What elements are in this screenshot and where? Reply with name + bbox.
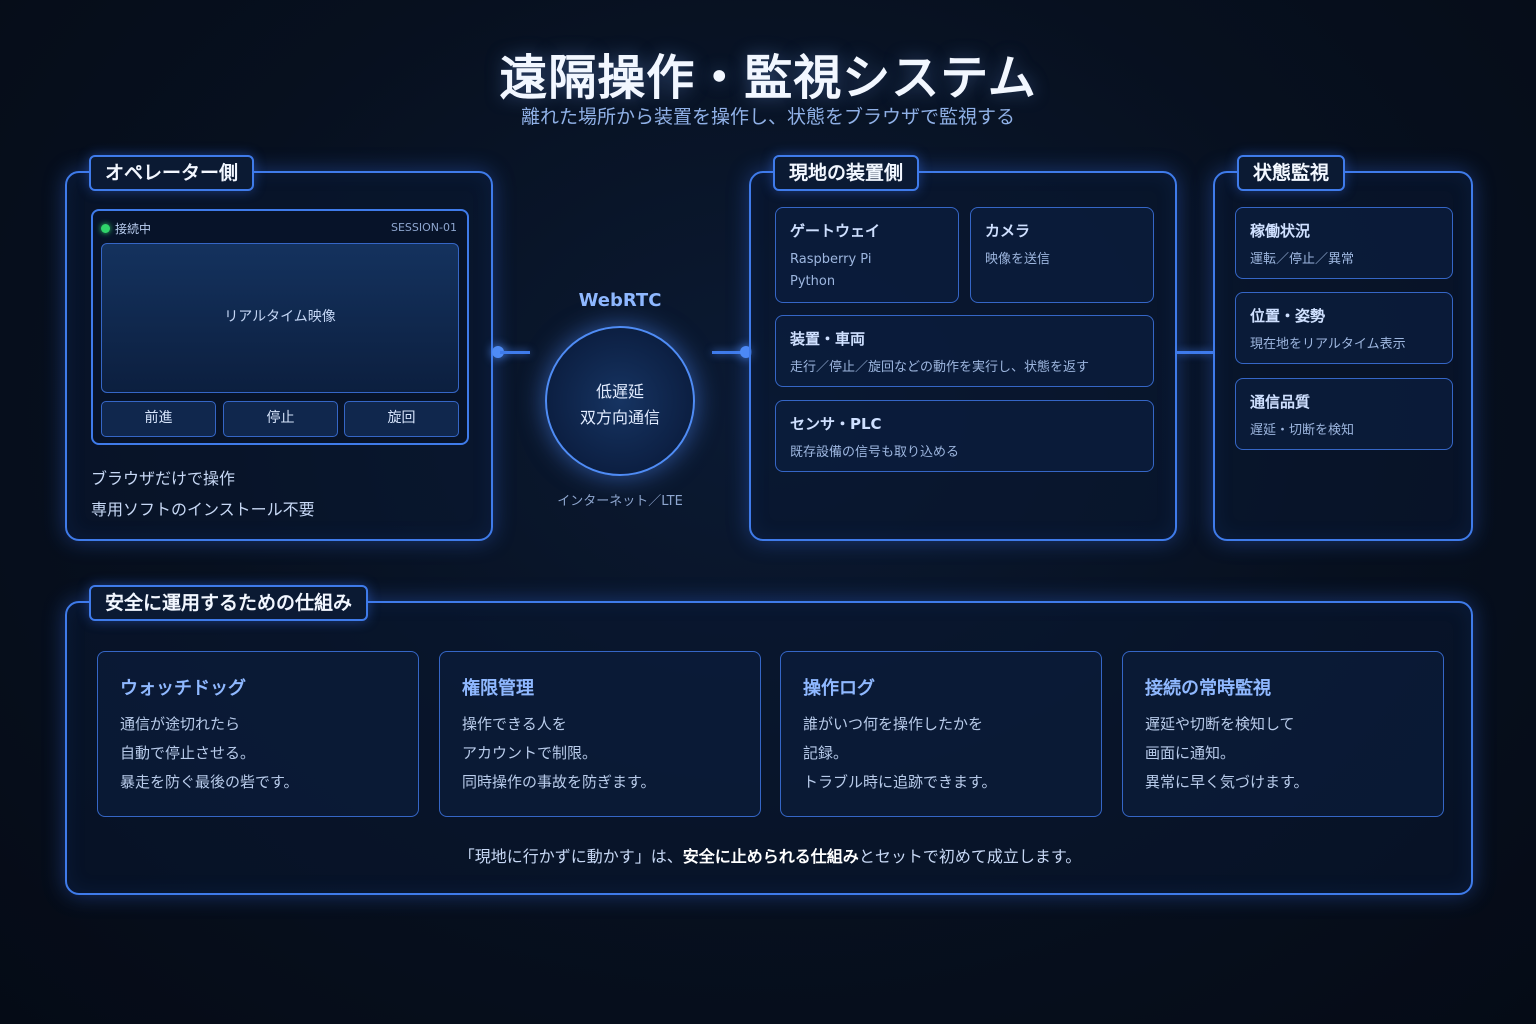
card-line: 遅延・切断を検知 xyxy=(1250,423,1355,438)
footer-emphasis: 安全に止められる仕組み xyxy=(682,847,859,866)
site-panel: 現地の装置側 ゲートウェイ Raspberry Pi Python カメラ 映像… xyxy=(749,155,1177,541)
link-line: 低遅延 xyxy=(595,382,644,401)
status-dot-icon xyxy=(101,224,110,233)
card-line: 走行／停止／旋回などの動作を実行し、状態を返す xyxy=(790,360,1090,375)
safety-footer: 「現地に行かずに動かす」は、安全に止められる仕組みとセットで初めて成立します。 xyxy=(67,843,1473,867)
link-line: 双方向通信 xyxy=(579,408,660,427)
card-line: 映像を送信 xyxy=(985,252,1051,267)
operator-tag: オペレーター側 xyxy=(89,155,255,191)
card-line: 遅延や切断を検知して xyxy=(1145,715,1295,733)
operation-log-card: 操作ログ 誰がいつ何を操作したかを 記録。 トラブル時に追跡できます。 xyxy=(780,651,1102,817)
video-view: リアルタイム映像 xyxy=(101,243,459,393)
operator-screen: 接続中 SESSION-01 リアルタイム映像 前進 停止 旋回 xyxy=(91,209,469,445)
operator-note: 専用ソフトのインストール不要 xyxy=(91,500,315,519)
watchdog-card: ウォッチドッグ 通信が途切れたら 自動で停止させる。 暴走を防ぐ最後の砦です。 xyxy=(97,651,419,817)
card-line: 誰がいつ何を操作したかを xyxy=(803,715,984,733)
gateway-card: ゲートウェイ Raspberry Pi Python xyxy=(775,207,959,303)
link-quality-card: 通信品質 遅延・切断を検知 xyxy=(1235,378,1453,450)
connector-line xyxy=(712,351,744,354)
safety-panel: 安全に運用するための仕組み ウォッチドッグ 通信が途切れたら 自動で停止させる。… xyxy=(65,585,1473,895)
card-line: 運転／停止／異常 xyxy=(1250,252,1355,267)
card-title: カメラ xyxy=(985,222,1031,240)
turn-button[interactable]: 旋回 xyxy=(344,401,459,437)
operation-status-card: 稼働状況 運転／停止／異常 xyxy=(1235,207,1453,279)
monitor-panel: 状態監視 稼働状況 運転／停止／異常 位置・姿勢 現在地をリアルタイム表示 通信… xyxy=(1213,155,1473,541)
card-line: アカウントで制限。 xyxy=(462,744,598,762)
card-line: 既存設備の信号も取り込める xyxy=(790,445,960,460)
card-title: 通信品質 xyxy=(1250,393,1311,411)
card-line: トラブル時に追跡できます。 xyxy=(803,773,997,791)
card-line: 異常に早く気づけます。 xyxy=(1145,773,1309,791)
footer-text: 「現地に行かずに動かす」は、 xyxy=(458,847,683,866)
connector-dot xyxy=(492,346,504,358)
camera-card: カメラ 映像を送信 xyxy=(970,207,1154,303)
page-subtitle: 離れた場所から装置を操作し、状態をブラウザで監視する xyxy=(520,106,1015,128)
card-title: 接続の常時監視 xyxy=(1145,678,1271,699)
link-circle: 低遅延 双方向通信 xyxy=(545,326,695,476)
card-line: 通信が途切れたら xyxy=(120,715,241,733)
connection-monitor-card: 接続の常時監視 遅延や切断を検知して 画面に通知。 異常に早く気づけます。 xyxy=(1122,651,1444,817)
card-title: ゲートウェイ xyxy=(790,222,881,240)
network-label: インターネット／LTE xyxy=(557,494,683,509)
sensor-card: センサ・PLC 既存設備の信号も取り込める xyxy=(775,400,1154,472)
status-label: 接続中 xyxy=(115,222,152,236)
session-id: SESSION-01 xyxy=(391,221,457,234)
page-title: 遠隔操作・監視システム xyxy=(499,50,1037,106)
card-line: 記録。 xyxy=(803,744,849,762)
operator-panel: オペレーター側 接続中 SESSION-01 リアルタイム映像 前進 停止 旋回… xyxy=(65,155,493,541)
protocol-label: WebRTC xyxy=(578,290,662,311)
monitor-tag: 状態監視 xyxy=(1237,155,1346,191)
card-title: 稼働状況 xyxy=(1250,222,1311,240)
card-line: 暴走を防ぐ最後の砦です。 xyxy=(120,773,299,791)
forward-button[interactable]: 前進 xyxy=(101,401,216,437)
connection-status: 接続中 xyxy=(101,220,151,237)
card-line: 同時操作の事故を防ぎます。 xyxy=(462,773,656,791)
card-line: 自動で停止させる。 xyxy=(120,744,256,762)
card-title: 装置・車両 xyxy=(790,330,866,348)
card-title: 権限管理 xyxy=(462,678,534,699)
card-title: ウォッチドッグ xyxy=(120,678,246,699)
operator-note: ブラウザだけで操作 xyxy=(91,469,236,488)
vehicle-card: 装置・車両 走行／停止／旋回などの動作を実行し、状態を返す xyxy=(775,315,1154,387)
connector-line xyxy=(1177,351,1213,354)
permission-card: 権限管理 操作できる人を アカウントで制限。 同時操作の事故を防ぎます。 xyxy=(439,651,761,817)
site-tag: 現地の装置側 xyxy=(773,155,920,191)
card-title: 操作ログ xyxy=(803,678,875,699)
card-line: 画面に通知。 xyxy=(1145,744,1236,762)
position-card: 位置・姿勢 現在地をリアルタイム表示 xyxy=(1235,292,1453,364)
connector-line xyxy=(500,351,530,354)
stop-button[interactable]: 停止 xyxy=(223,401,338,437)
card-line: Python xyxy=(790,274,836,289)
safety-tag: 安全に運用するための仕組み xyxy=(89,585,369,621)
card-line: Raspberry Pi xyxy=(790,252,872,267)
card-title: センサ・PLC xyxy=(790,415,882,433)
card-title: 位置・姿勢 xyxy=(1250,307,1326,325)
card-line: 操作できる人を xyxy=(462,715,567,733)
footer-text: とセットで初めて成立します。 xyxy=(858,847,1082,866)
card-line: 現在地をリアルタイム表示 xyxy=(1250,337,1406,352)
